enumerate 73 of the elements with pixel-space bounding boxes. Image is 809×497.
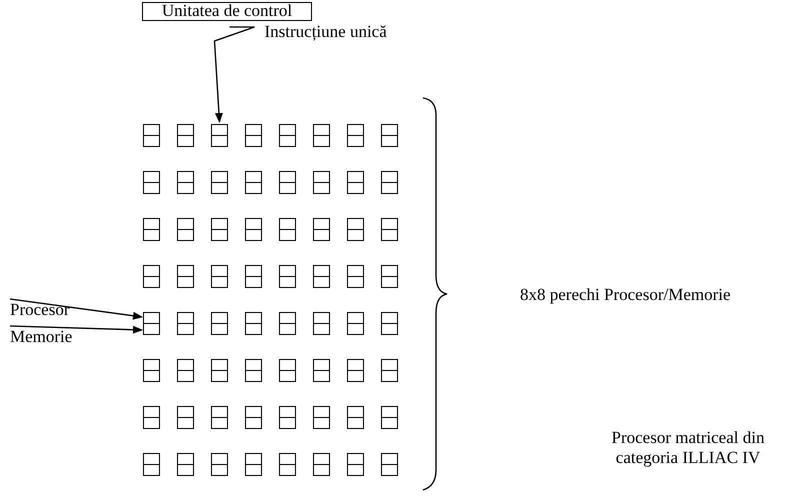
processor-memory-cell bbox=[279, 218, 296, 241]
processor-memory-cell bbox=[347, 312, 364, 335]
processor-memory-cell bbox=[313, 453, 330, 476]
processor-memory-cell bbox=[177, 312, 194, 335]
processor-memory-cell bbox=[313, 359, 330, 382]
processor-memory-cell bbox=[177, 171, 194, 194]
processor-memory-cell bbox=[279, 312, 296, 335]
processor-memory-cell bbox=[211, 406, 228, 429]
processor-memory-cell bbox=[279, 453, 296, 476]
processor-memory-cell bbox=[211, 124, 228, 147]
processor-memory-cell bbox=[245, 312, 262, 335]
processor-memory-cell bbox=[279, 406, 296, 429]
processor-memory-cell bbox=[381, 265, 398, 288]
processor-memory-cell bbox=[245, 171, 262, 194]
processor-memory-cell bbox=[143, 453, 160, 476]
processor-memory-cell bbox=[347, 171, 364, 194]
processor-memory-cell bbox=[313, 218, 330, 241]
edge-label: Instrucțiune unică bbox=[264, 22, 387, 42]
processor-memory-cell bbox=[211, 359, 228, 382]
processor-memory-cell bbox=[279, 171, 296, 194]
processor-memory-cell bbox=[211, 171, 228, 194]
processor-memory-cell bbox=[211, 265, 228, 288]
processor-memory-cell bbox=[143, 124, 160, 147]
processor-memory-cell bbox=[177, 218, 194, 241]
processor-memory-cell bbox=[245, 218, 262, 241]
arrow bbox=[214, 26, 256, 123]
processor-memory-cell bbox=[381, 406, 398, 429]
processor-memory-cell bbox=[143, 218, 160, 241]
processor-memory-cell bbox=[381, 359, 398, 382]
processor-memory-cell bbox=[211, 453, 228, 476]
arrow bbox=[10, 325, 143, 334]
processor-memory-cell bbox=[347, 218, 364, 241]
processor-memory-cell bbox=[347, 124, 364, 147]
processor-memory-cell bbox=[381, 124, 398, 147]
processor-memory-cell bbox=[143, 265, 160, 288]
processor-memory-cell bbox=[177, 265, 194, 288]
processor-memory-cell bbox=[245, 359, 262, 382]
annotation-text: 8x8 perechi Procesor/Memorie bbox=[520, 285, 731, 305]
processor-memory-cell bbox=[177, 453, 194, 476]
processor-memory-cell bbox=[279, 124, 296, 147]
processor-memory-cell bbox=[177, 124, 194, 147]
part-label: Procesor bbox=[10, 300, 70, 320]
processor-memory-cell bbox=[381, 453, 398, 476]
processor-memory-cell bbox=[313, 171, 330, 194]
processor-memory-cell bbox=[347, 265, 364, 288]
processor-memory-cell bbox=[381, 171, 398, 194]
processor-memory-cell bbox=[211, 218, 228, 241]
arrow bbox=[10, 298, 143, 320]
processor-memory-cell bbox=[245, 406, 262, 429]
processor-memory-cell bbox=[245, 124, 262, 147]
processor-memory-cell bbox=[313, 265, 330, 288]
processor-memory-cell bbox=[143, 171, 160, 194]
processor-memory-cell bbox=[177, 406, 194, 429]
processor-memory-cell bbox=[381, 312, 398, 335]
processor-memory-cell bbox=[279, 265, 296, 288]
control-unit-box: Unitatea de control bbox=[142, 2, 312, 21]
processor-memory-cell bbox=[381, 218, 398, 241]
processor-memory-cell bbox=[347, 359, 364, 382]
processor-memory-cell bbox=[143, 406, 160, 429]
processor-memory-cell bbox=[347, 453, 364, 476]
part-label: Memorie bbox=[10, 327, 72, 347]
processor-memory-cell bbox=[279, 359, 296, 382]
processor-memory-cell bbox=[143, 359, 160, 382]
processor-memory-cell bbox=[347, 406, 364, 429]
processor-memory-cell bbox=[245, 265, 262, 288]
processor-memory-cell bbox=[313, 312, 330, 335]
processor-memory-cell bbox=[313, 124, 330, 147]
processor-memory-cell bbox=[177, 359, 194, 382]
processor-memory-cell bbox=[143, 312, 160, 335]
caption: Procesor matriceal din categoria ILLIAC IV bbox=[610, 428, 766, 468]
processor-memory-cell bbox=[245, 453, 262, 476]
processor-memory-cell bbox=[211, 312, 228, 335]
processor-memory-cell bbox=[313, 406, 330, 429]
